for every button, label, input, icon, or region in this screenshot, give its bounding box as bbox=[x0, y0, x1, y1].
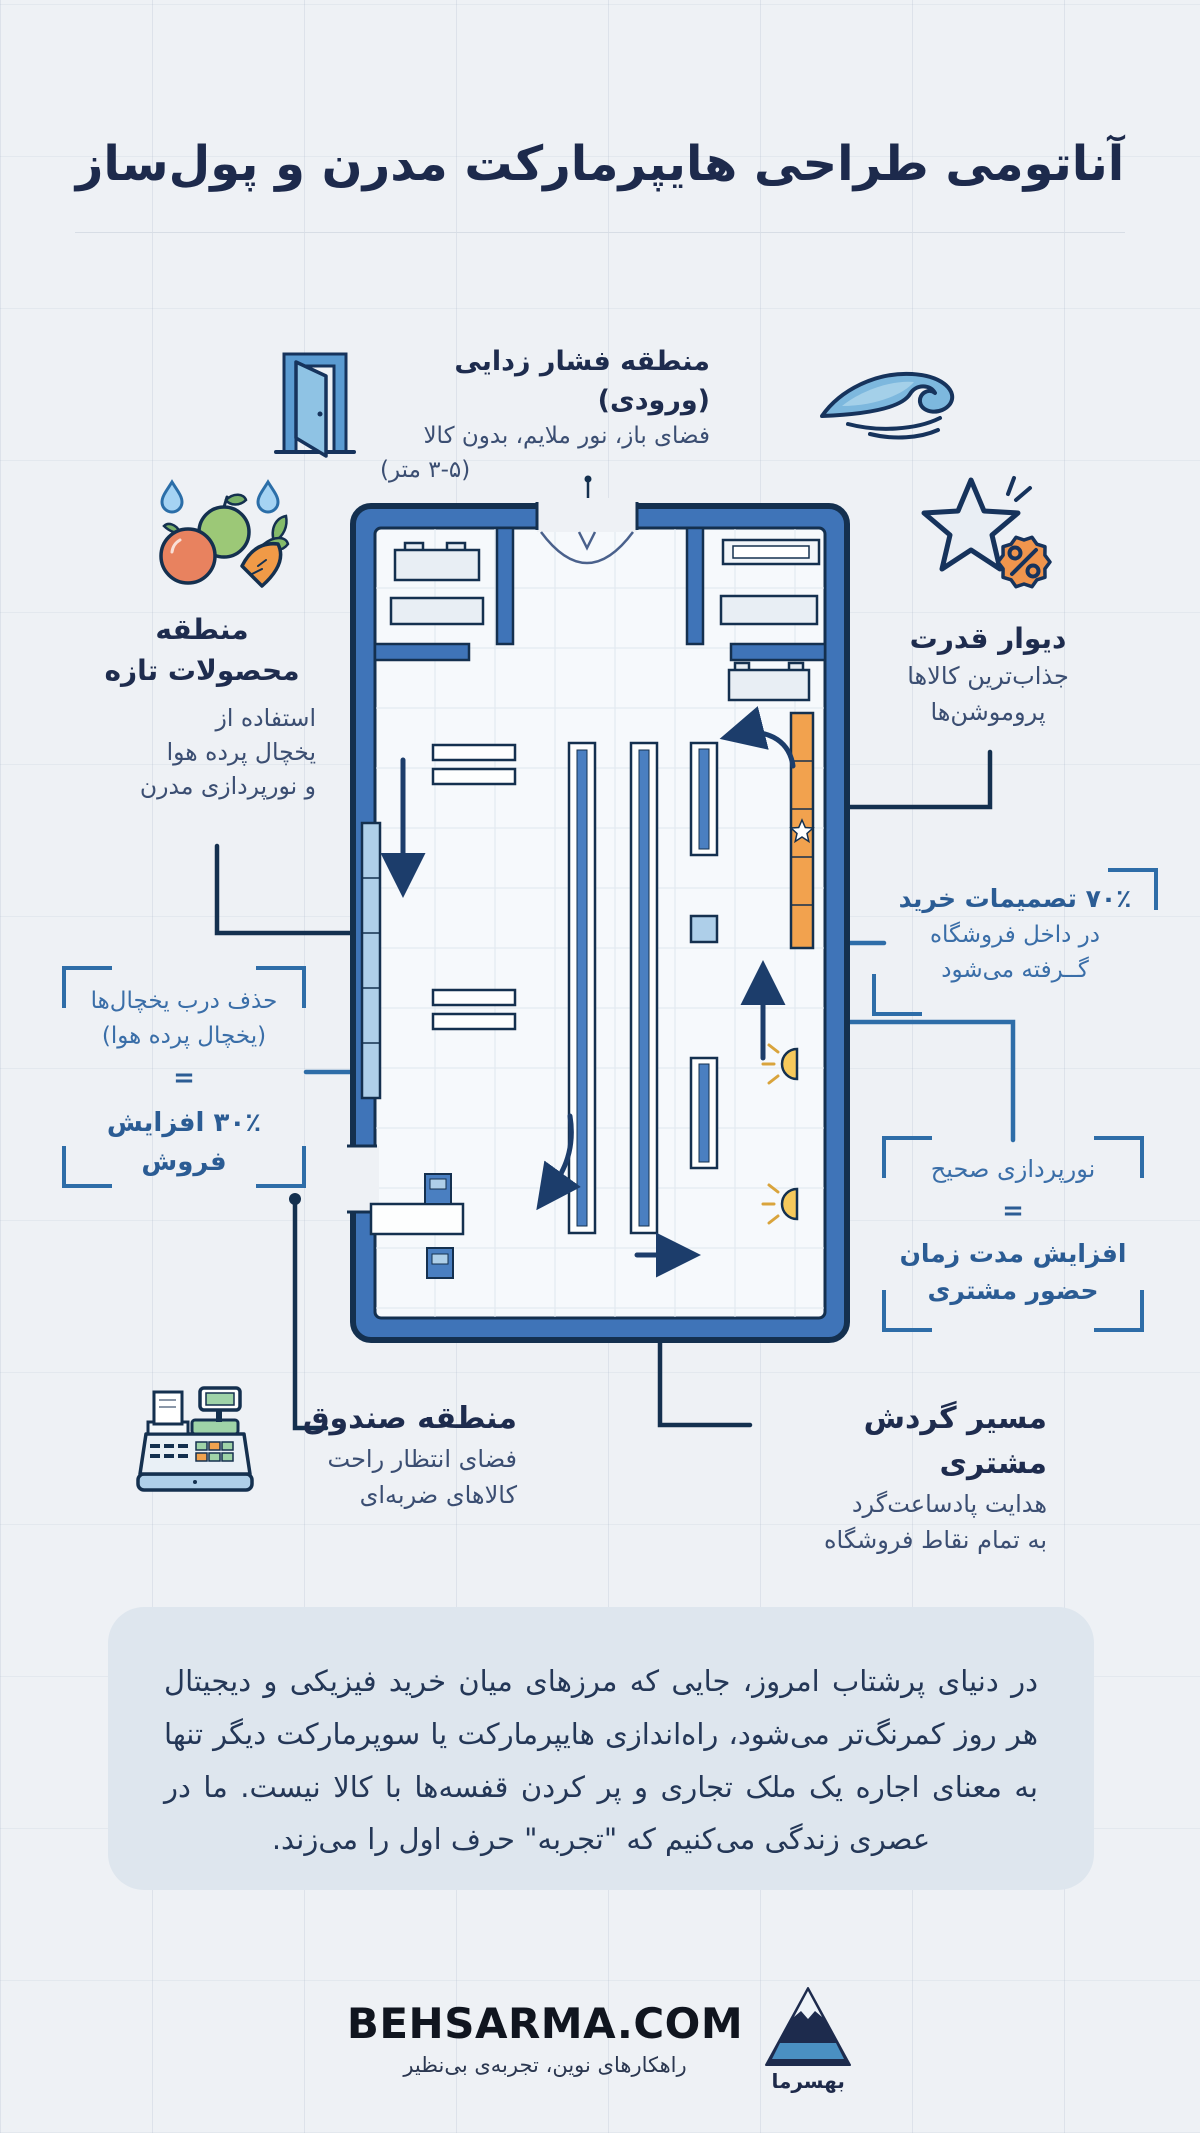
fridge-stat-box: حذف درب یخچال‌ها (یخچال پرده هوا) = ۳۰٪ … bbox=[62, 966, 306, 1188]
site-name: BEHSARMA.COM bbox=[346, 1998, 744, 2048]
produce-zone-heading1: منطقه bbox=[155, 613, 249, 646]
wall-lamp-icon bbox=[761, 1183, 799, 1225]
equals-sign: = bbox=[173, 1063, 195, 1093]
checkout-zone-label: منطقه صندوق فضای انتظار راحت کالاهای ضرب… bbox=[295, 1396, 517, 1513]
corner-bracket bbox=[256, 1146, 306, 1188]
corner-bracket bbox=[1094, 1290, 1144, 1332]
wave-icon bbox=[820, 371, 955, 440]
power-wall-strip bbox=[789, 711, 815, 950]
air-curtain-fridge-strip bbox=[360, 821, 382, 1100]
equals-sign: = bbox=[1002, 1195, 1024, 1226]
exit-opening bbox=[345, 1146, 379, 1212]
produce-zone-label: منطقه محصولات تازه استفاده از یخچال پرده… bbox=[88, 610, 316, 803]
entry-zone-heading: منطقه فشار زدایی (ورودی) bbox=[454, 346, 710, 417]
lighting-stat-bold1: افزایش مدت زمان bbox=[899, 1239, 1127, 1269]
purchase-stat-line1: در داخل فروشگاه bbox=[929, 922, 1101, 948]
lighting-stat-box: نورپردازی صحیح = افزایش مدت زمان حضور مش… bbox=[882, 1136, 1144, 1332]
corner-bracket bbox=[882, 1290, 932, 1332]
produce-zone-line1: استفاده از bbox=[215, 704, 316, 733]
summary-card: در دنیای پرشتاب امروز، جایی که مرزهای می… bbox=[108, 1607, 1094, 1890]
checkout-zone-heading: منطقه صندوق bbox=[302, 1401, 517, 1436]
produce-zone-line2: یخچال پرده هوا bbox=[166, 738, 316, 767]
entry-opening bbox=[537, 498, 637, 532]
vestibule-walls bbox=[373, 526, 827, 662]
gondola-stripes bbox=[576, 748, 710, 1227]
produce-zone-line3: و نورپردازی مدرن bbox=[139, 772, 316, 801]
cash-register-icon bbox=[136, 1386, 254, 1492]
power-wall-line1: جذاب‌ترین کالاها bbox=[907, 662, 1069, 691]
corner-bracket bbox=[62, 966, 112, 1008]
fridge-stat-bold: ۳۰٪ افزایش فروش bbox=[106, 1108, 262, 1177]
corner-bracket bbox=[872, 974, 922, 1016]
lighting-stat-line1: نورپردازی صحیح bbox=[930, 1155, 1096, 1183]
fresh-produce-icon bbox=[159, 479, 290, 588]
checkout-counter bbox=[369, 1173, 465, 1279]
brand-logo: بهسرما bbox=[763, 1985, 853, 2093]
star-discount-badge-icon bbox=[921, 476, 1052, 589]
purchase-stat-box: ۷۰٪ تصمیمات خرید در داخل فروشگاه گــرفته… bbox=[872, 868, 1158, 1016]
flow-path-label: مسیر گردش مشتری هدایت پادساعت‌گرد به تما… bbox=[785, 1396, 1047, 1558]
promo-endcap bbox=[689, 914, 719, 944]
fridge-stat-line1: حذف درب یخچال‌ها bbox=[90, 988, 278, 1014]
footer: BEHSARMA.COM راهکارهای نوین، تجربه‌ی بی‌… bbox=[0, 1985, 1200, 2093]
title-divider bbox=[75, 232, 1125, 233]
footer-text-block: BEHSARMA.COM راهکارهای نوین، تجربه‌ی بی‌… bbox=[346, 1998, 744, 2078]
open-door-icon bbox=[274, 352, 356, 458]
page-title: آناتومی طراحی هایپرمارکت مدرن و پول‌ساز bbox=[75, 136, 1126, 193]
corner-bracket bbox=[62, 1146, 112, 1188]
power-wall-heading: دیوار قدرت bbox=[909, 622, 1067, 655]
flow-arrows bbox=[380, 706, 796, 1278]
corner-bracket bbox=[882, 1136, 932, 1178]
checkout-zone-line2: کالاهای ضربه‌ای bbox=[359, 1481, 517, 1509]
fridge-stat-line2: (یخچال پرده هوا) bbox=[101, 1022, 267, 1049]
checkout-zone-line1: فضای انتظار راحت bbox=[327, 1445, 517, 1473]
produce-zone-heading2: محصولات تازه bbox=[104, 653, 300, 687]
corner-bracket bbox=[256, 966, 306, 1008]
purchase-stat-bold: ۷۰٪ تصمیمات خرید bbox=[898, 884, 1132, 913]
corner-bracket bbox=[1108, 868, 1158, 910]
flow-path-line1: هدایت پادساعت‌گرد bbox=[851, 1490, 1047, 1518]
entry-zone-line1: فضای باز، نور ملایم، بدون کالا bbox=[423, 423, 710, 450]
purchase-stat-line2: گــرفته می‌شود bbox=[941, 956, 1089, 983]
flow-path-heading: مسیر گردش مشتری bbox=[863, 1401, 1047, 1481]
floor-plan bbox=[345, 498, 850, 1343]
vestibule-shelves bbox=[389, 538, 821, 702]
entry-zone-line2: (۳-۵ متر) bbox=[380, 456, 471, 483]
corner-bracket bbox=[1094, 1136, 1144, 1178]
power-wall-label: دیوار قدرت جذاب‌ترین کالاها پروموشن‌ها bbox=[862, 618, 1114, 730]
entry-zone-label: منطقه فشار زدایی (ورودی) فضای باز، نور م… bbox=[380, 342, 710, 487]
entry-arc bbox=[539, 531, 635, 565]
site-tagline: راهکارهای نوین، تجربه‌ی بی‌نظیر bbox=[403, 2053, 687, 2078]
lighting-stat-bold2: حضور مشتری bbox=[927, 1275, 1099, 1305]
mountain-logo-icon bbox=[765, 1987, 852, 2066]
wall-lamp-icon bbox=[761, 1043, 799, 1085]
flow-path-line2: به تمام نقاط فروشگاه bbox=[823, 1526, 1047, 1554]
brand-name: بهسرما bbox=[771, 2069, 845, 2093]
star-marker bbox=[789, 818, 815, 844]
summary-text: در دنیای پرشتاب امروز، جایی که مرزهای می… bbox=[164, 1664, 1038, 1857]
power-wall-line2: پروموشن‌ها bbox=[930, 697, 1046, 726]
